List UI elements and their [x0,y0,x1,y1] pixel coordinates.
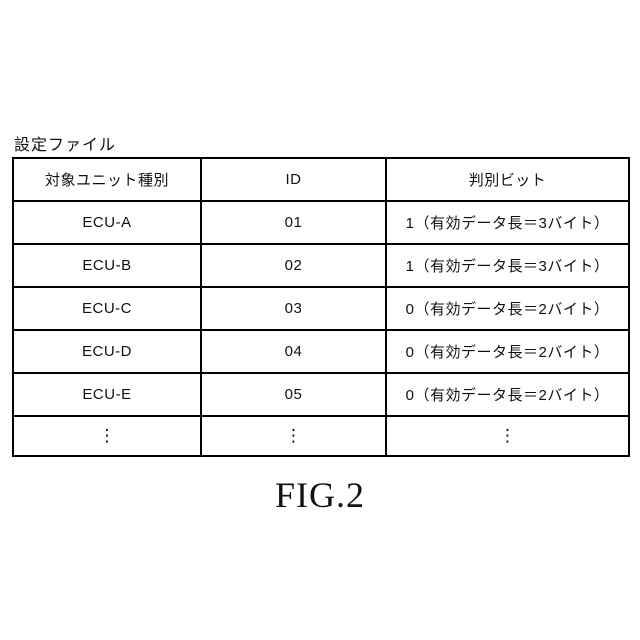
header-discrimination-bit: 判別ビット [385,157,630,202]
header-id: ID [200,157,387,202]
cell-bit: 0（有効データ長＝2バイト） [385,286,630,331]
cell-id: 03 [200,286,387,331]
cell-bit: 0（有効データ長＝2バイト） [385,372,630,417]
cell-bit-ellipsis: ⋮ [385,415,630,457]
table-row: ECU-E 05 0（有効データ長＝2バイト） [12,372,630,417]
table-row: ECU-A 01 1（有効データ長＝3バイト） [12,200,630,245]
table-row: ECU-C 03 0（有効データ長＝2バイト） [12,286,630,331]
cell-id: 05 [200,372,387,417]
figure-caption: FIG.2 [274,475,365,515]
cell-unit-ellipsis: ⋮ [12,415,202,457]
cell-bit: 1（有効データ長＝3バイト） [385,243,630,288]
config-file-label: 設定ファイル [14,137,117,154]
cell-unit: ECU-D [12,329,202,374]
cell-unit: ECU-E [12,372,202,417]
table-row: ECU-B 02 1（有効データ長＝3バイト） [12,243,630,288]
cell-id: 02 [200,243,387,288]
header-target-unit-type: 対象ユニット種別 [12,157,202,202]
cell-bit: 1（有効データ長＝3バイト） [385,200,630,245]
cell-id-ellipsis: ⋮ [200,415,387,457]
cell-bit: 0（有効データ長＝2バイト） [385,329,630,374]
table-row-ellipsis: ⋮ ⋮ ⋮ [12,415,630,457]
config-file-table: 対象ユニット種別 ID 判別ビット ECU-A 01 1（有効データ長＝3バイト… [12,157,630,457]
cell-id: 04 [200,329,387,374]
cell-id: 01 [200,200,387,245]
cell-unit: ECU-C [12,286,202,331]
cell-unit: ECU-B [12,243,202,288]
cell-unit: ECU-A [12,200,202,245]
table-header-row: 対象ユニット種別 ID 判別ビット [12,157,630,202]
table-row: ECU-D 04 0（有効データ長＝2バイト） [12,329,630,374]
